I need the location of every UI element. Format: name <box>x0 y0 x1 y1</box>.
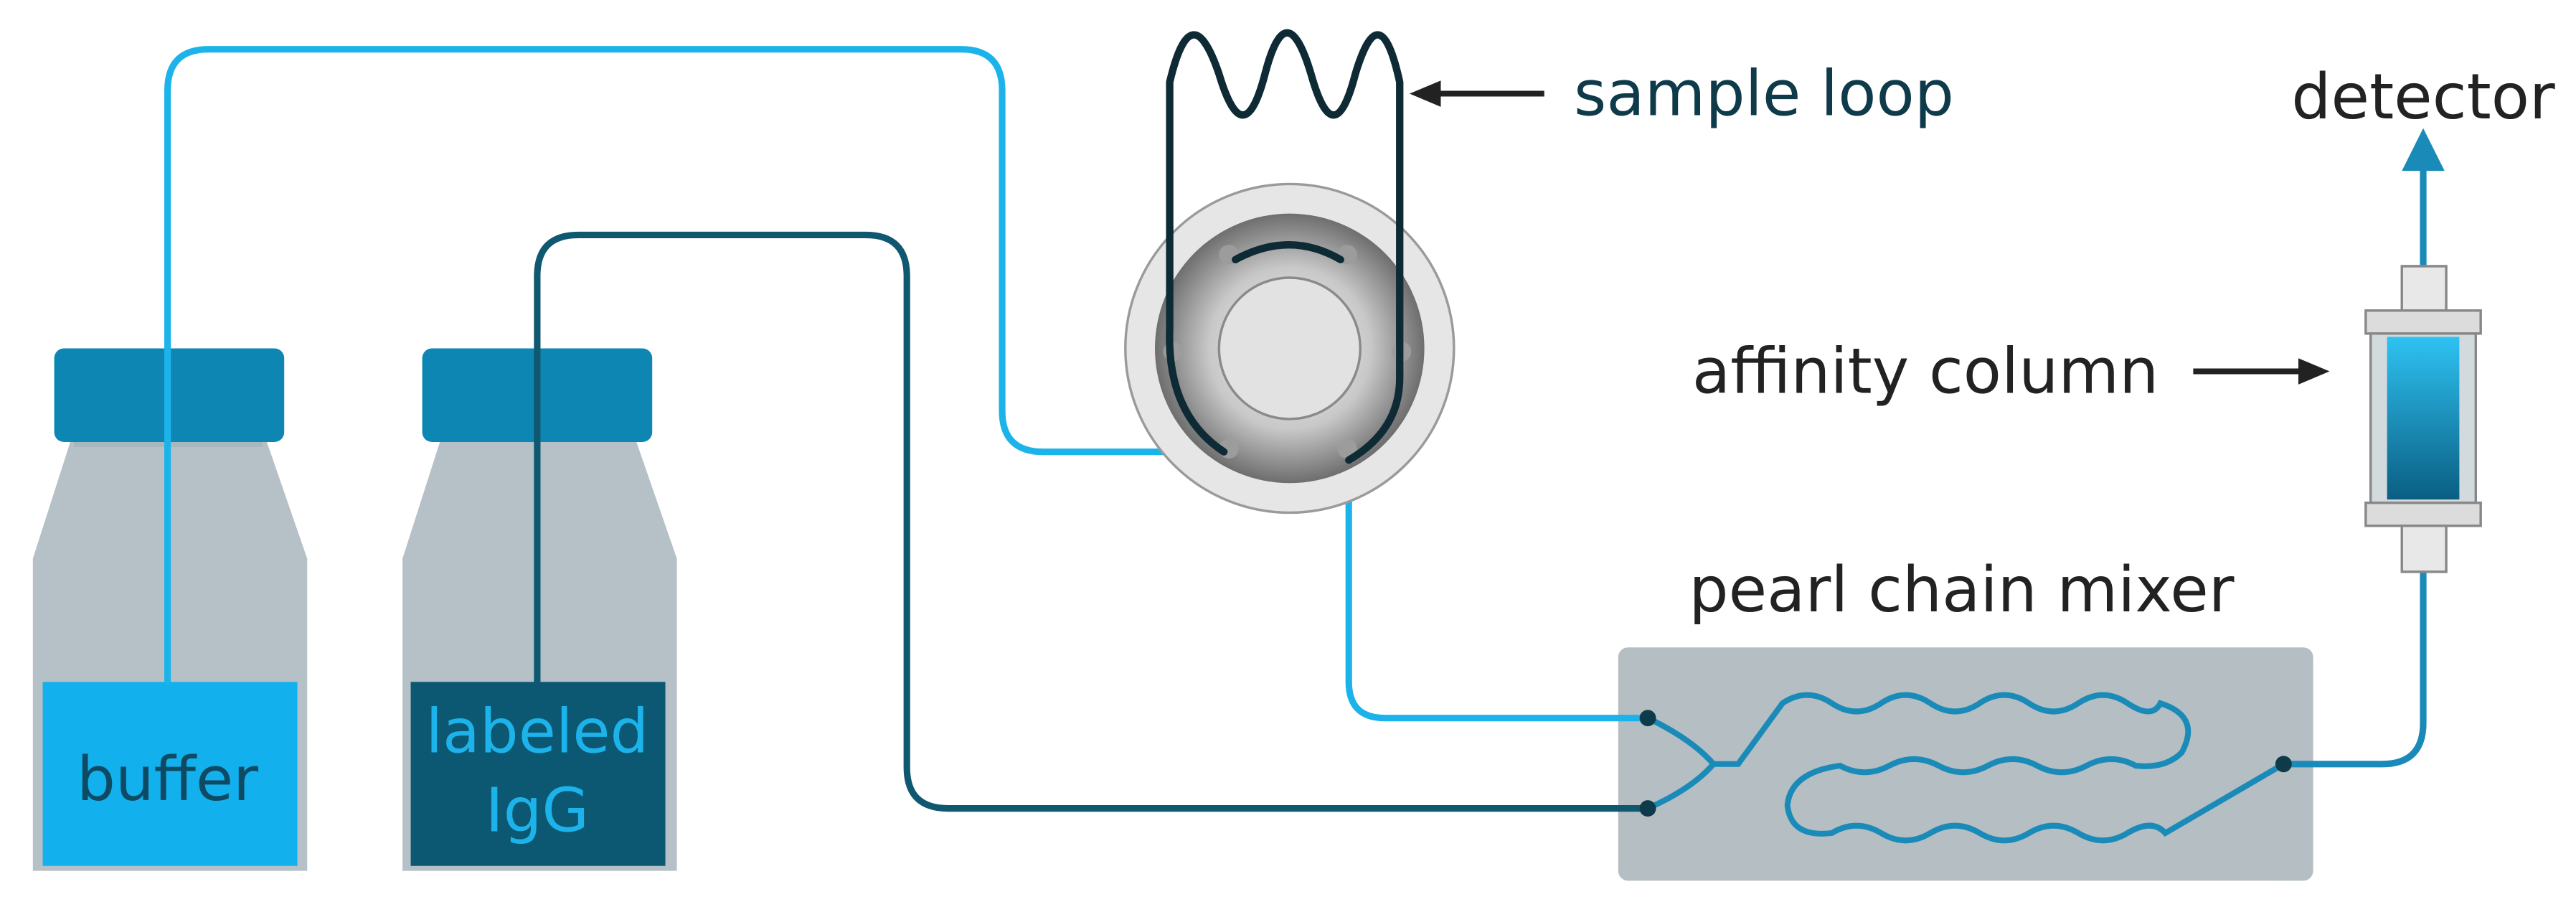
mixer-channel <box>1645 692 2287 844</box>
detector-arrow-head <box>2402 128 2445 171</box>
igg-tube <box>534 231 1651 812</box>
sample-loop-label: sample loop <box>1574 57 1954 130</box>
affinity-column-pointer-head <box>2298 358 2330 385</box>
mixer-to-column-tube <box>2280 563 2427 768</box>
buffer-tube <box>164 46 1227 685</box>
column-bottom-cap <box>2364 501 2482 527</box>
igg-label-line2: IgG <box>486 775 589 846</box>
pearl-chain-mixer-label: pearl chain mixer <box>1689 553 2234 626</box>
affinity-column <box>2364 265 2482 573</box>
buffer-liquid <box>42 682 298 866</box>
column-packing <box>2387 337 2460 500</box>
affinity-column-label: affinity column <box>1692 334 2159 408</box>
injection-valve <box>1124 182 1456 514</box>
valve-to-mixer-tube <box>1345 456 1651 722</box>
detector-label: detector <box>2291 60 2555 133</box>
column-bottom-fitting <box>2400 525 2448 573</box>
sample-loop <box>1166 29 1404 464</box>
valve-groove-top <box>1232 241 1344 263</box>
mixer-outlet <box>2275 756 2292 773</box>
igg-liquid <box>410 682 666 866</box>
valve-center <box>1217 276 1362 420</box>
mixer-inlet-bottom <box>1639 800 1656 817</box>
column-top-fitting <box>2400 265 2448 314</box>
valve-port <box>1337 438 1357 459</box>
igg-label-line1: labeled <box>425 696 648 767</box>
mixer-inlet-top <box>1639 710 1656 727</box>
column-top-cap <box>2364 309 2482 335</box>
sample-loop-pointer-head <box>1409 80 1441 107</box>
buffer-label: buffer <box>77 743 258 814</box>
